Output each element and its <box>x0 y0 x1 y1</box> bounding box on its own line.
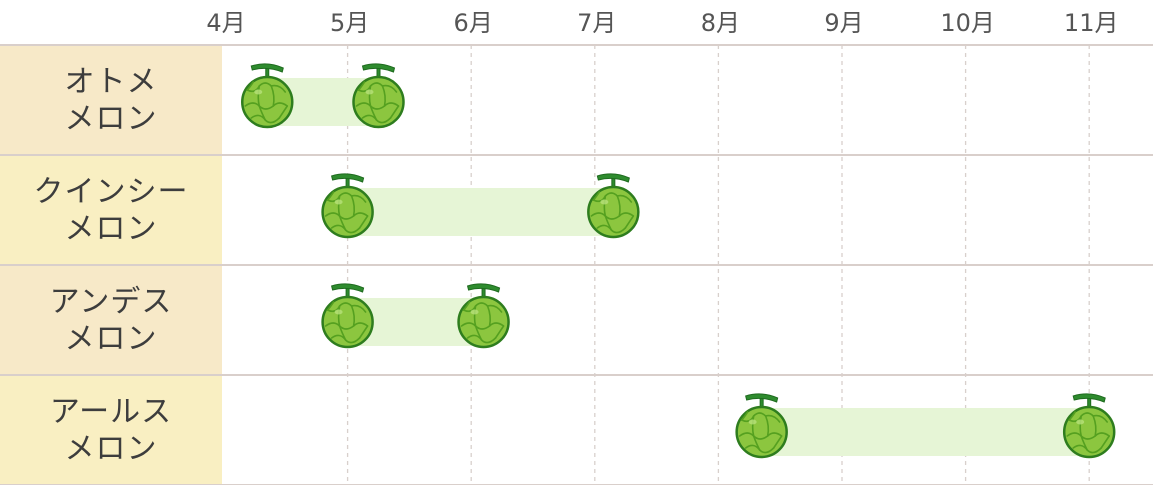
row-label: メロン <box>65 432 158 467</box>
melon-markers <box>241 63 1116 459</box>
melon-icon <box>321 283 374 349</box>
melon-icon <box>735 393 788 459</box>
row-label-bg <box>0 155 222 265</box>
row-label: アールス <box>50 395 172 430</box>
row-label: クインシー <box>34 175 189 210</box>
melon-icon <box>457 283 510 349</box>
row-label-backgrounds <box>0 45 222 485</box>
season-bar <box>347 188 614 236</box>
row-dividers <box>0 44 1153 485</box>
melon-icon <box>241 63 294 129</box>
row-label: メロン <box>65 212 158 247</box>
month-tick-label: 5月 <box>330 9 369 37</box>
row-label: オトメ <box>65 65 158 100</box>
month-axis: 4月 5月 6月 7月 8月 9月 10月 11月 <box>206 9 1118 37</box>
month-tick-label: 9月 <box>824 9 863 37</box>
row-label-bg <box>0 375 222 485</box>
row-label-bg <box>0 265 222 375</box>
month-tick-label: 8月 <box>701 9 740 37</box>
season-bar <box>761 408 1090 456</box>
month-tick-label: 7月 <box>577 9 616 37</box>
melon-icon <box>352 63 405 129</box>
row-label: アンデス <box>50 285 173 320</box>
row-label: メロン <box>65 322 158 357</box>
melon-icon <box>321 173 374 239</box>
month-tick-label: 4月 <box>206 9 245 37</box>
month-tick-label: 11月 <box>1064 9 1119 37</box>
month-tick-label: 6月 <box>454 9 493 37</box>
row-label: メロン <box>65 102 158 137</box>
month-tick-label: 10月 <box>940 9 995 37</box>
melon-icon <box>1062 393 1116 459</box>
melon-icon <box>587 173 640 239</box>
row-label-bg <box>0 45 222 155</box>
